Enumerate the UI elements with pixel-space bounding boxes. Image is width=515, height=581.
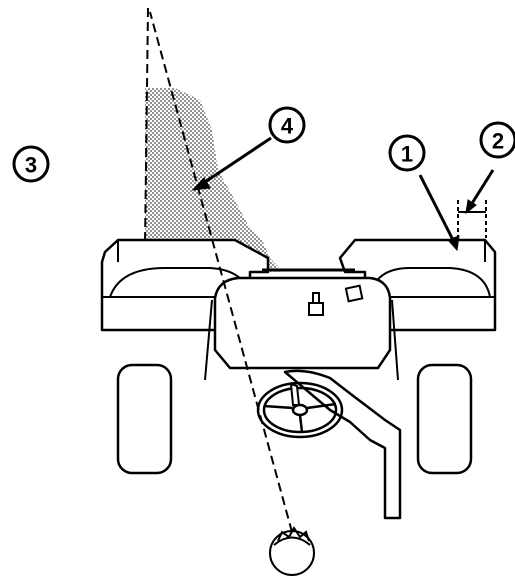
dashboard [204, 276, 399, 381]
callout-4-label: 4 [281, 114, 294, 139]
dashboard-lever [308, 292, 324, 316]
callout-3-label: 3 [25, 153, 37, 178]
callout-2: 2 [479, 121, 515, 159]
callout-4-arrow [191, 136, 272, 191]
operator-platform [283, 369, 402, 520]
callout-2-arrow [465, 169, 495, 215]
left-tire [116, 363, 173, 475]
steering-column [289, 382, 301, 406]
callout-1-label: 1 [401, 142, 413, 167]
callout-3: 3 [12, 145, 50, 183]
sight-reference-line [144, 7, 149, 246]
steering-wheel [256, 381, 344, 439]
operator-sight-line [149, 11, 293, 533]
callout-4: 4 [268, 106, 306, 144]
dashboard-gauge [344, 284, 364, 303]
shaded-obstruction-area [145, 88, 283, 272]
callout-1: 1 [388, 134, 426, 172]
right-tire [416, 363, 473, 475]
operator-head [269, 526, 315, 576]
callout-1-arrow [418, 174, 460, 252]
dimension-bracket [457, 200, 487, 238]
callout-2-label: 2 [492, 129, 504, 154]
